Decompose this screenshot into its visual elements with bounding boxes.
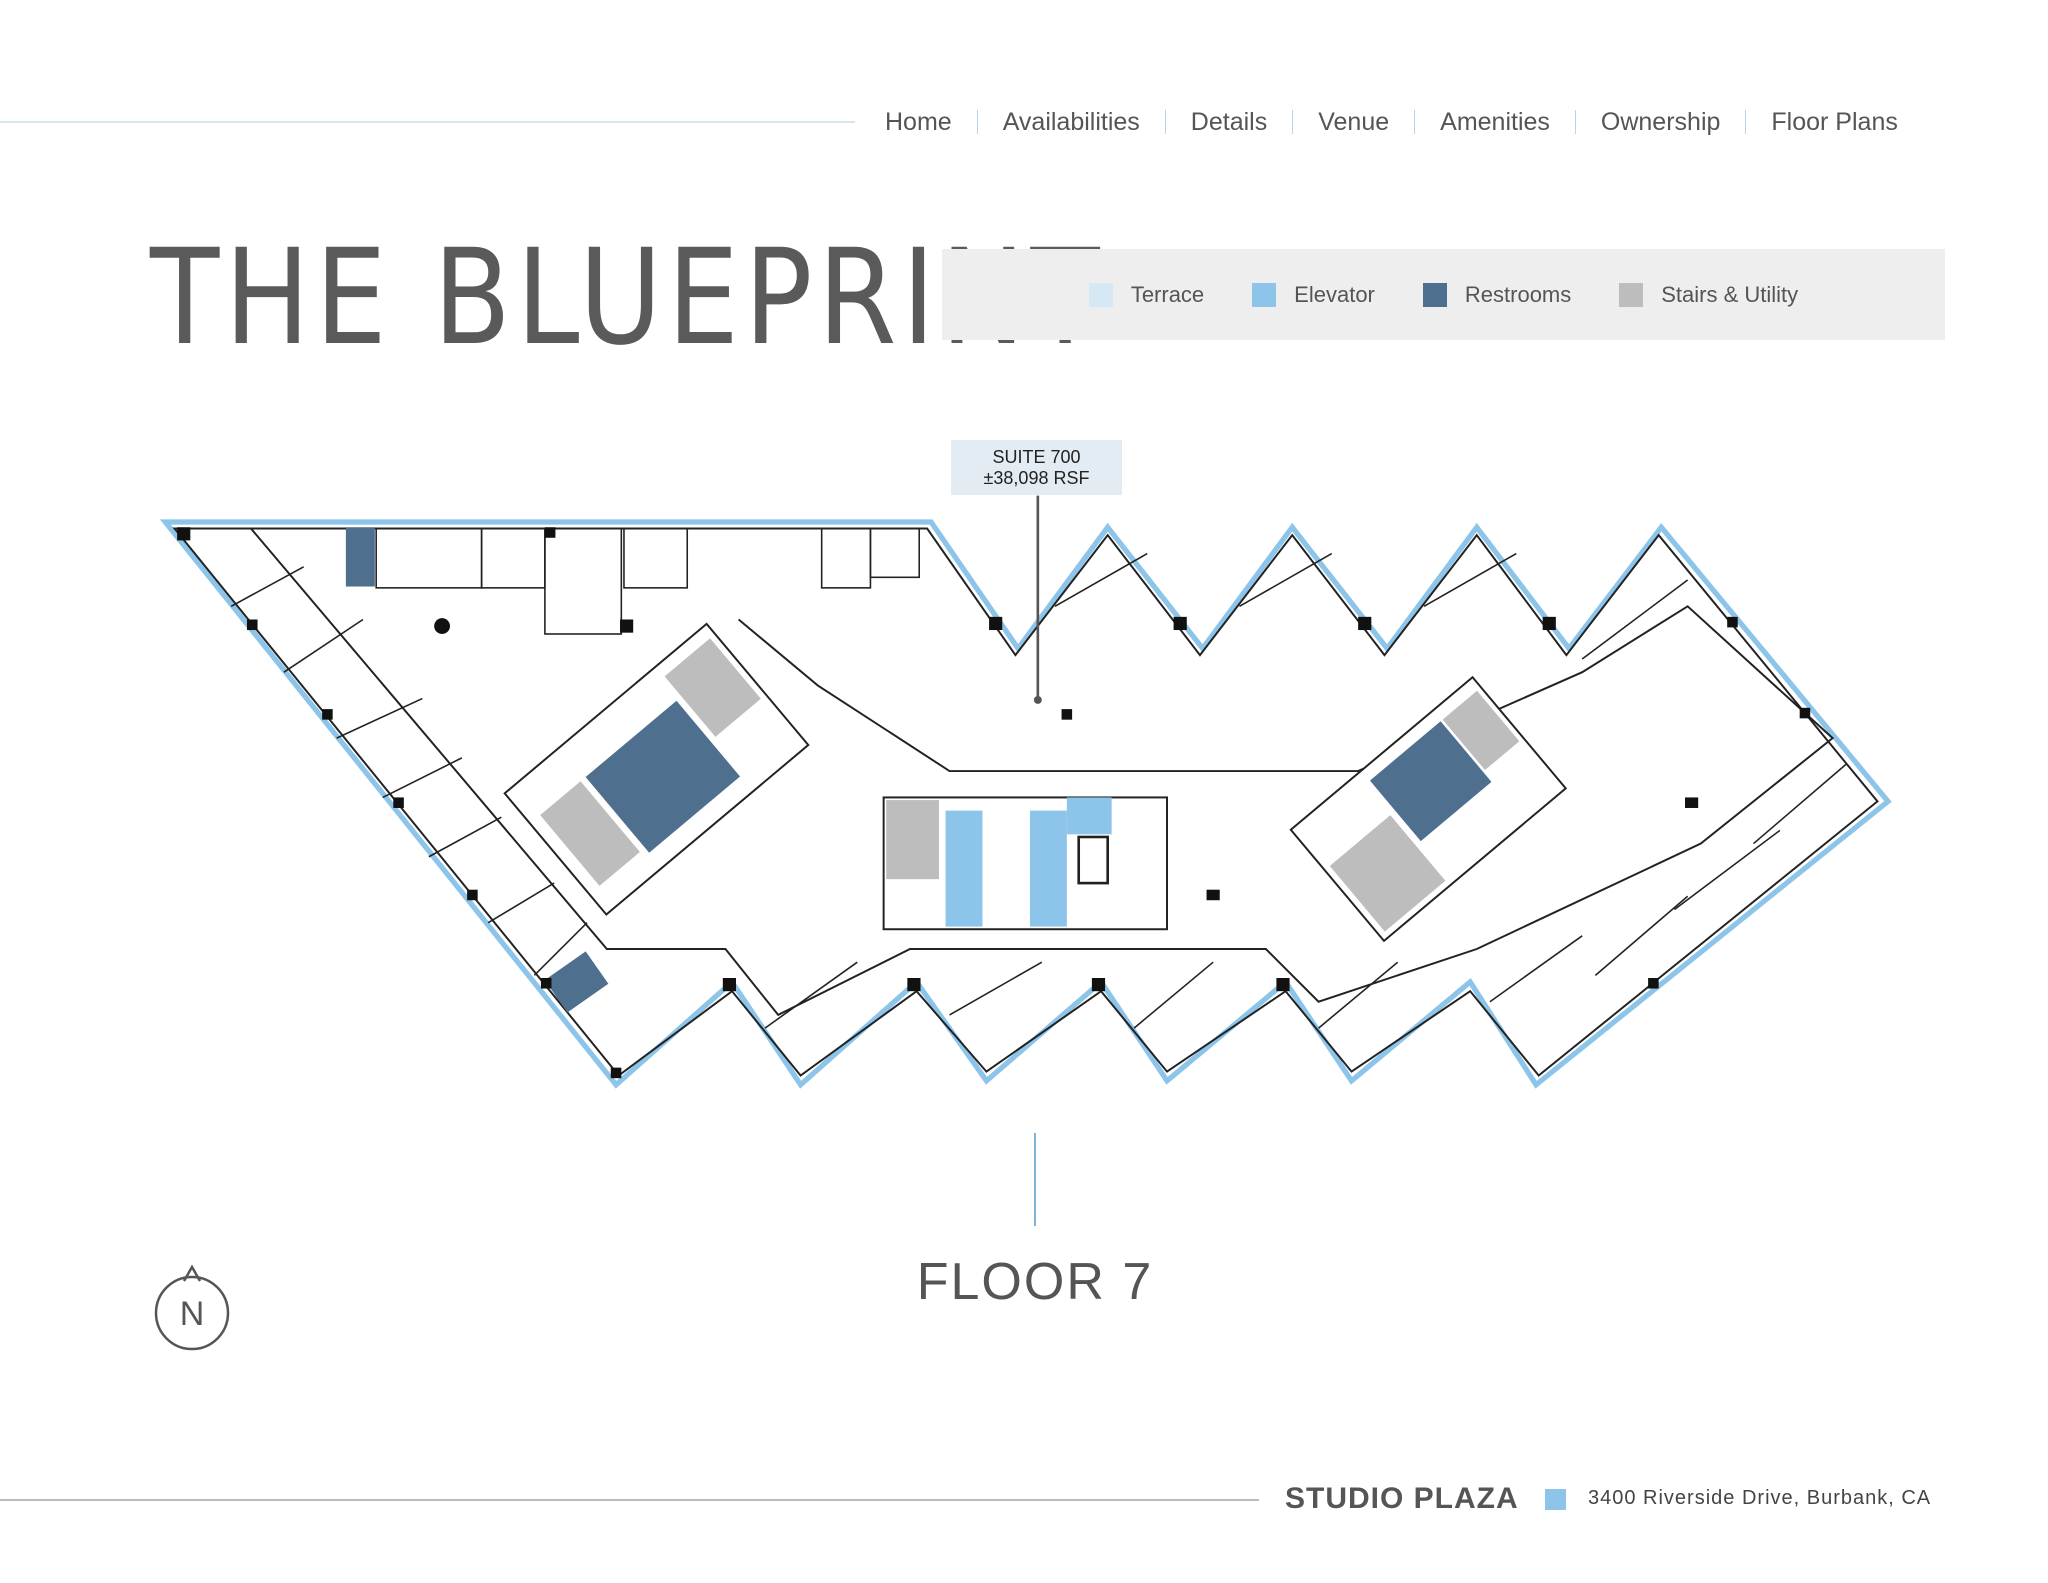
floor-outline	[159, 519, 1892, 1089]
nav-home[interactable]: Home	[885, 107, 952, 136]
floor-inner-wall	[172, 527, 1879, 1077]
freight-elevator	[1066, 797, 1112, 835]
suite-area: ±38,098 RSF	[983, 467, 1090, 488]
nav-divider	[1745, 110, 1747, 134]
restroom-right	[1369, 721, 1492, 842]
terrace-swatch	[1088, 282, 1113, 307]
restrooms-swatch	[1422, 282, 1447, 307]
utility-right	[1329, 815, 1446, 932]
north-arrow-icon: N	[154, 1264, 230, 1351]
footer-accent-swatch	[1545, 1489, 1566, 1510]
footer-brand: STUDIO PLAZA	[1285, 1482, 1519, 1515]
compass-label: N	[180, 1295, 205, 1333]
stair-left	[540, 781, 640, 886]
restroom-left	[585, 700, 741, 853]
legend-item-stairs: Stairs & Utility	[1619, 282, 1798, 308]
main-nav: Home Availabilities Details Venue Amenit…	[860, 104, 1898, 140]
legend-item-elevator: Elevator	[1252, 282, 1375, 308]
nav-details[interactable]: Details	[1190, 107, 1268, 136]
nav-amenities[interactable]: Amenities	[1440, 107, 1550, 136]
page-title: THE BLUEPRINT	[150, 221, 1105, 375]
nav-divider	[1164, 110, 1166, 134]
header-rule	[0, 121, 855, 123]
columns	[177, 527, 1811, 1079]
elevators-west	[945, 810, 983, 927]
perimeter-offices	[230, 527, 1847, 1029]
nav-divider	[976, 110, 978, 134]
corridor-wall	[250, 527, 1835, 1017]
legend: Terrace Elevator Restrooms Stairs & Util…	[942, 249, 1945, 340]
suite-label: SUITE 700 ±38,098 RSF	[951, 440, 1122, 495]
nav-divider	[1414, 110, 1416, 134]
legend-label: Stairs & Utility	[1661, 281, 1799, 307]
legend-label: Restrooms	[1464, 281, 1572, 307]
center-core	[882, 796, 1168, 931]
floor-label: FLOOR 7	[916, 1253, 1154, 1311]
nav-venue[interactable]: Venue	[1318, 107, 1390, 136]
left-core	[503, 622, 810, 916]
nav-availabilities[interactable]: Availabilities	[1002, 107, 1140, 136]
legend-item-restrooms: Restrooms	[1422, 281, 1572, 308]
legend-label: Elevator	[1294, 281, 1375, 307]
restroom-sw	[544, 951, 609, 1013]
stairs-swatch	[1619, 282, 1644, 307]
footer-address: 3400 Riverside Drive, Burbank, CA	[1588, 1487, 1932, 1509]
elevator-swatch	[1252, 282, 1277, 307]
nav-floor-plans[interactable]: Floor Plans	[1771, 107, 1898, 136]
legend-label: Terrace	[1130, 281, 1205, 307]
elevators-east	[1029, 810, 1067, 927]
legend-item-terrace: Terrace	[1088, 281, 1205, 308]
footer-rule	[0, 1499, 1259, 1501]
stair-center	[886, 800, 939, 880]
stair-right	[1442, 690, 1520, 771]
right-core	[1289, 675, 1568, 943]
nav-divider	[1292, 110, 1294, 134]
floor-divider	[1034, 1133, 1036, 1226]
nav-divider	[1574, 110, 1576, 134]
utility-left	[664, 638, 761, 737]
suite-name: SUITE 700	[992, 446, 1081, 467]
nav-ownership[interactable]: Ownership	[1600, 107, 1721, 136]
restroom-nw	[345, 527, 375, 587]
